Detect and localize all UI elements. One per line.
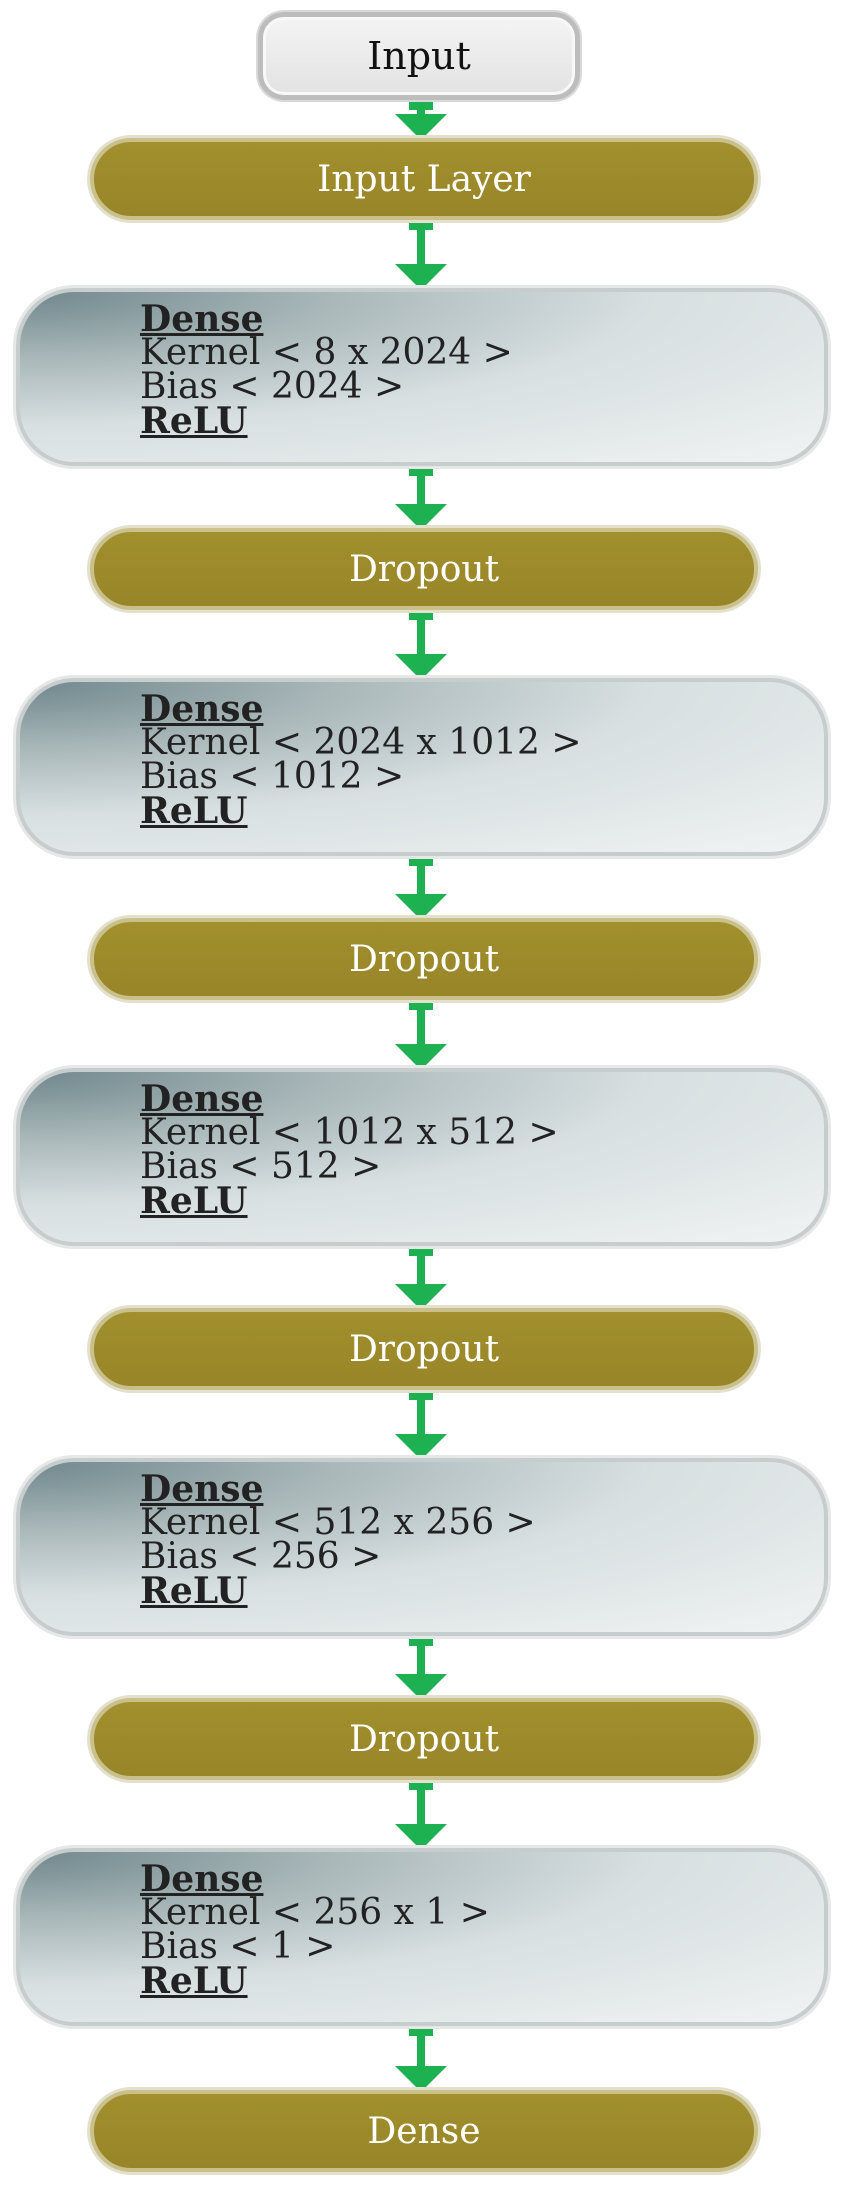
- dense-node-1-title: Dense: [140, 298, 264, 340]
- dense-node-5-title: Dense: [140, 1858, 264, 1900]
- connector-head-6: [395, 1044, 447, 1070]
- connector-head-2: [395, 264, 447, 290]
- connector-head-4: [395, 654, 447, 680]
- connector-arrow-8: [395, 1378, 447, 1460]
- connector-head-7: [395, 1284, 447, 1310]
- dense-node-3: Dense Kernel < 1012 x 512 > Bias < 512 >…: [16, 1068, 828, 1246]
- connector-head-1: [395, 114, 447, 140]
- connector-arrow-10: [395, 1768, 447, 1850]
- dense-node-3-bias: Bias < 512 >: [140, 1146, 382, 1187]
- dense-node-2-activation: ReLU: [140, 790, 248, 832]
- input-layer-node: Input Layer: [90, 138, 758, 220]
- connector-arrow-4: [395, 598, 447, 680]
- connector-head-5: [395, 894, 447, 920]
- connector-head-3: [395, 504, 447, 530]
- dense-node-1-kernel: Kernel < 8 x 2024 >: [140, 332, 513, 373]
- output-dense-node: Dense: [90, 2090, 758, 2172]
- dense-node-3-activation: ReLU: [140, 1180, 248, 1222]
- dropout-node-1: Dropout: [90, 528, 758, 610]
- dropout-node-3-label: Dropout: [348, 1328, 500, 1370]
- dense-node-5: Dense Kernel < 256 x 1 > Bias < 1 > ReLU: [16, 1848, 828, 2026]
- dense-node-3-title: Dense: [140, 1078, 264, 1120]
- input-node: Input: [258, 12, 580, 100]
- dense-node-4-title: Dense: [140, 1468, 264, 1510]
- dense-node-1-bias: Bias < 2024 >: [140, 366, 405, 407]
- connector-arrow-2: [395, 208, 447, 290]
- connector-head-10: [395, 1824, 447, 1850]
- dense-node-2: Dense Kernel < 2024 x 1012 > Bias < 1012…: [16, 678, 828, 856]
- dense-node-2-title: Dense: [140, 688, 264, 730]
- dense-node-3-kernel: Kernel < 1012 x 512 >: [140, 1112, 559, 1153]
- dense-node-4-activation: ReLU: [140, 1570, 248, 1612]
- input-node-label: Input: [367, 34, 471, 78]
- dense-node-5-activation: ReLU: [140, 1960, 248, 2002]
- dense-node-4-kernel: Kernel < 512 x 256 >: [140, 1502, 536, 1543]
- dense-node-1-activation: ReLU: [140, 400, 248, 442]
- connector-arrow-6: [395, 988, 447, 1070]
- dropout-node-2: Dropout: [90, 918, 758, 1000]
- connector-head-9: [395, 1674, 447, 1700]
- dense-node-5-bias: Bias < 1 >: [140, 1926, 336, 1967]
- dropout-node-2-label: Dropout: [348, 938, 500, 980]
- dense-node-4-bias: Bias < 256 >: [140, 1536, 382, 1577]
- dense-node-5-kernel: Kernel < 256 x 1 >: [140, 1892, 490, 1933]
- output-dense-label: Dense: [367, 2110, 481, 2152]
- dropout-node-4-label: Dropout: [348, 1718, 500, 1760]
- input-layer-label: Input Layer: [317, 158, 531, 200]
- dropout-node-4: Dropout: [90, 1698, 758, 1780]
- dense-node-2-kernel: Kernel < 2024 x 1012 >: [140, 722, 582, 763]
- dense-node-4: Dense Kernel < 512 x 256 > Bias < 256 > …: [16, 1458, 828, 1636]
- connector-head-11: [395, 2066, 447, 2092]
- dense-node-1: Dense Kernel < 8 x 2024 > Bias < 2024 > …: [16, 288, 828, 466]
- dense-node-2-bias: Bias < 1012 >: [140, 756, 405, 797]
- dropout-node-1-label: Dropout: [348, 548, 500, 590]
- dropout-node-3: Dropout: [90, 1308, 758, 1390]
- connector-head-8: [395, 1434, 447, 1460]
